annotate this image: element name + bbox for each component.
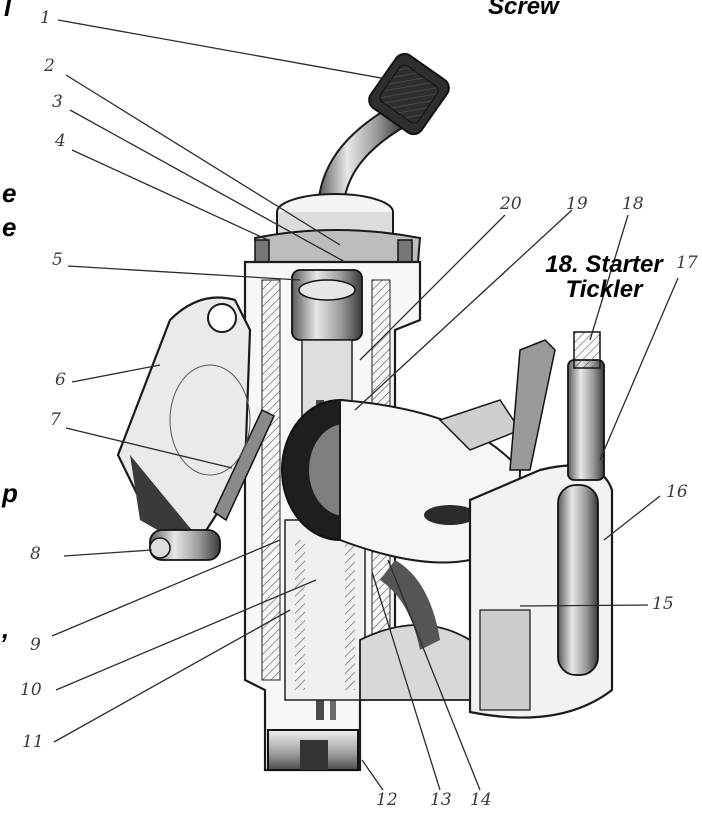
lower-base	[359, 560, 471, 701]
callout-1: 1	[40, 8, 51, 28]
label-screw: Screw	[488, 0, 559, 20]
callout-11: 11	[22, 732, 44, 752]
callout-7: 7	[50, 410, 61, 430]
label-starter-line1: 18. Starter	[545, 251, 663, 278]
callout-20: 20	[500, 194, 522, 214]
callout-10: 10	[20, 680, 42, 700]
float-chamber	[468, 331, 614, 719]
callout-19: 19	[566, 194, 588, 214]
throttle-bracket	[116, 296, 275, 561]
callout-2: 2	[44, 56, 55, 76]
callout-14: 14	[470, 790, 492, 810]
callout-12: 12	[376, 790, 398, 810]
fuel-inlet-pipe	[316, 52, 450, 212]
label-fragment-c: e	[2, 212, 17, 242]
callout-18: 18	[622, 194, 644, 214]
callout-15: 15	[652, 594, 674, 614]
callout-9: 9	[30, 635, 41, 655]
label-fragment-a: l	[4, 0, 12, 22]
leader-lines	[51, 19, 679, 791]
label-starter-tickler: 18. Starter Tickler	[524, 252, 684, 302]
label-fragment-b: e	[2, 178, 17, 208]
callout-16: 16	[666, 482, 688, 502]
callout-17: 17	[676, 253, 698, 273]
label-starter-line2: Tickler	[565, 276, 643, 304]
label-fragment-e: ,	[2, 614, 10, 644]
label-fragment-d: p	[2, 478, 18, 508]
callout-5: 5	[52, 250, 63, 270]
callout-6: 6	[55, 370, 66, 390]
callout-13: 13	[430, 790, 452, 810]
callout-3: 3	[52, 92, 63, 112]
mixing-chamber-top	[253, 193, 422, 281]
callout-4: 4	[55, 131, 66, 151]
callout-8: 8	[30, 544, 41, 564]
